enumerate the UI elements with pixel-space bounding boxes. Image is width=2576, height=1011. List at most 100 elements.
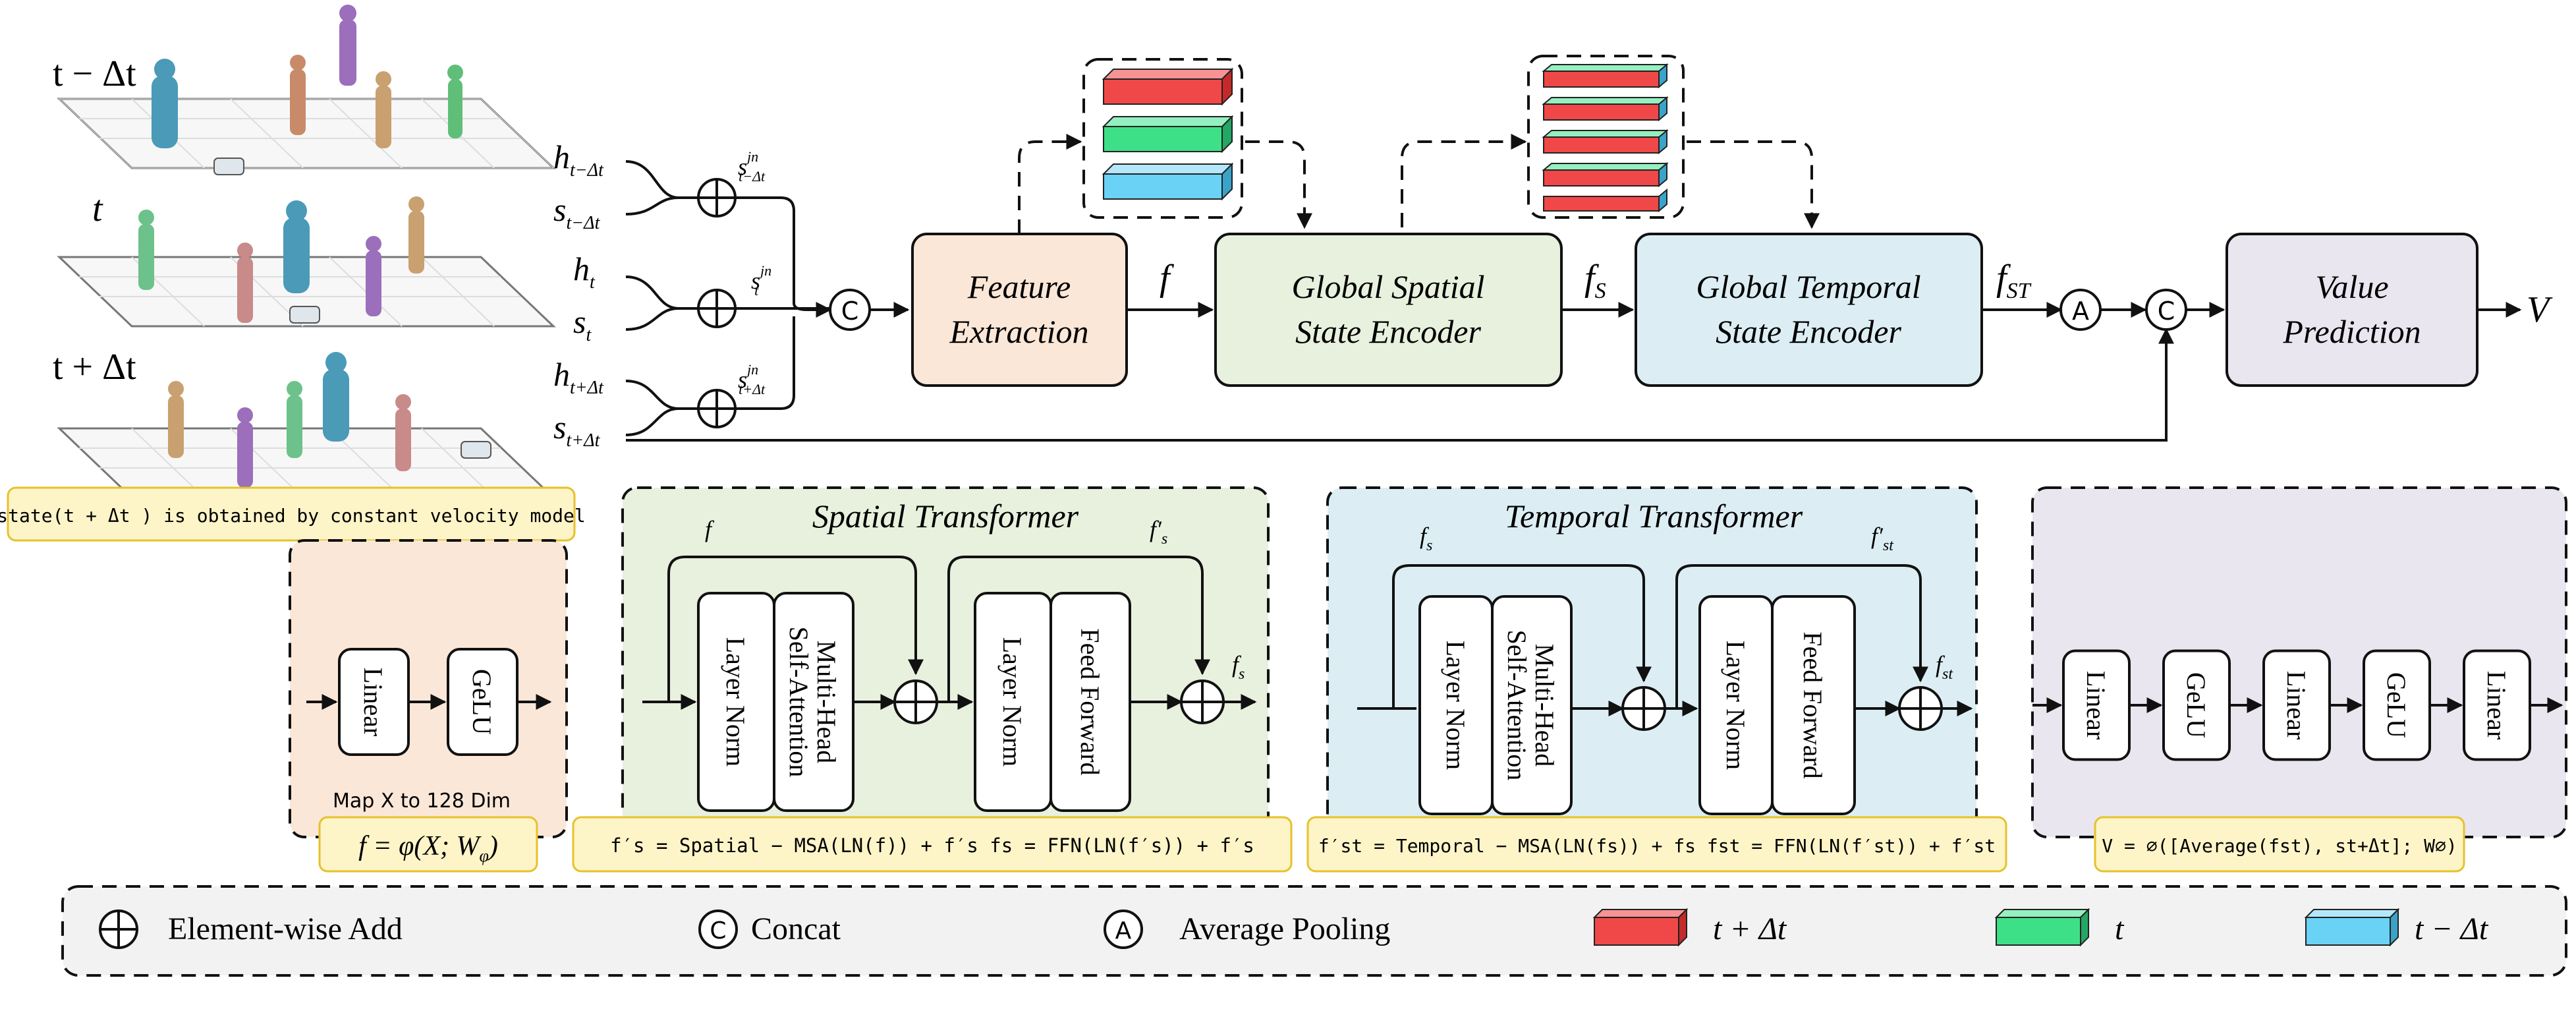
temporal-formula: f′st = Temporal − MSA(LN(fs)) + fs fst =…: [1318, 835, 1996, 857]
time-label-prev: t − Δt: [53, 53, 136, 94]
pedestrian-figure: [168, 395, 184, 458]
legend: Element-wise Add C Concat A Average Pool…: [61, 885, 2567, 977]
red-slab-icon: [1542, 129, 1669, 155]
velocity-note: state(t + Δt ) is obtained by constant v…: [0, 486, 586, 542]
h-curr-label: ht: [573, 250, 596, 293]
msa-line: Self-Attention: [1502, 630, 1532, 781]
value-prediction-block: Value Prediction: [2226, 233, 2478, 387]
add-crosses: [698, 179, 735, 427]
fe-linear-label: Linear: [358, 668, 388, 736]
temporal-transformer-panel: Temporal Transformer fs f′st Layer Norm …: [1326, 486, 1978, 838]
spatial-layernorm-2-label: Layer Norm: [997, 637, 1027, 767]
red-slab-icon: [1542, 96, 1669, 122]
pedestrian-figure: [323, 369, 349, 442]
s-next-label: st+Δt: [553, 409, 601, 451]
temporal-panel-title: Temporal Transformer: [1505, 498, 1803, 534]
pedestrian-figure: [376, 86, 391, 148]
pedestrian-figure: [237, 257, 253, 323]
concat-input-lines: [735, 196, 832, 410]
feature-extraction-line2: Extraction: [949, 313, 1088, 350]
pedestrian-figure: [290, 69, 306, 135]
input-labels: ht−Δt st−Δt ht st ht+Δt st+Δt: [553, 138, 604, 451]
spatial-feature-stack: [1082, 58, 1243, 219]
fe-gelu-label: GeLU: [467, 669, 497, 735]
legend-green-slab-icon: [1994, 908, 2090, 947]
red-slab-icon: [1542, 63, 1669, 89]
pedestrian-figure: [138, 224, 154, 290]
pedestrian-figure: [408, 211, 424, 274]
pedestrian-figure: [448, 79, 462, 138]
spatial-encoder-line2: State Encoder: [1295, 313, 1481, 350]
concat-node-2-label: C: [2158, 297, 2175, 326]
plane-next: [57, 352, 556, 499]
input-merge-lines: [625, 160, 679, 436]
fs-label: fS: [1584, 258, 1606, 303]
value-mlp-label: Linear: [2282, 671, 2311, 739]
msa-line: Multi-Head: [1530, 644, 1559, 767]
pedestrian-figure: [283, 217, 310, 293]
blue-slab-icon: [1102, 162, 1234, 201]
temporal-formula-note: f′st = Temporal − MSA(LN(fs)) + fs fst =…: [1306, 816, 2007, 873]
feature-extraction-block: Feature Extraction: [911, 233, 1128, 387]
temporal-skip-label: f′st: [1871, 523, 1894, 554]
spatial-transformer-panel: Spatial Transformer f f′s Layer Norm Mul…: [621, 486, 1270, 838]
fe-caption: Map X to 128 Dim: [333, 790, 511, 813]
red-slab-icon: [1102, 67, 1234, 106]
msa-line: Multi-Head: [812, 641, 841, 764]
red-slab-icon: [1542, 161, 1669, 188]
s-curr-label: st: [573, 303, 592, 345]
spatial-formula-note: f′s = Spatial − MSA(LN(f)) + f′s fs = FF…: [572, 816, 1293, 873]
average-pooling-node-label: A: [2072, 297, 2089, 326]
spatial-encoder-line1: Global Spatial: [1291, 268, 1484, 305]
temporal-layernorm-1-label: Layer Norm: [1441, 641, 1470, 770]
temporal-feature-stack: [1527, 55, 1685, 219]
spatial-panel-title: Spatial Transformer: [812, 498, 1079, 534]
robot-icon: [289, 306, 320, 324]
legend-avg-icon: [1104, 910, 1143, 949]
temporal-ffn-label: Feed Forward: [1798, 631, 1828, 778]
fe-formula: f = φ(X; Wφ): [358, 831, 498, 865]
future-state-line: [626, 328, 2174, 442]
time-label-next: t + Δt: [53, 347, 136, 388]
legend-red-label: t + Δt: [1713, 911, 1787, 946]
legend-red-slab-icon: [1592, 908, 1689, 947]
scene-planes: [57, 5, 556, 499]
spatial-layernorm-1-label: Layer Norm: [721, 637, 750, 767]
spatial-formula: f′s = Spatial − MSA(LN(f)) + f′s fs = FF…: [610, 834, 1254, 857]
value-mlp-label: GeLU: [2181, 672, 2211, 738]
temporal-encoder-line1: Global Temporal: [1696, 268, 1920, 305]
green-slab-icon: [1102, 115, 1234, 154]
legend-avg-label: Average Pooling: [1179, 911, 1390, 946]
feature-extraction-line1: Feature: [967, 268, 1071, 305]
temporal-layernorm-2-label: Layer Norm: [1721, 641, 1750, 770]
value-mlp-label: Linear: [2081, 671, 2111, 739]
fst-label: fST: [1996, 258, 2032, 303]
velocity-note-text: state(t + Δt ) is obtained by constant v…: [0, 505, 586, 527]
legend-concat-label: Concat: [751, 911, 841, 946]
robot-icon: [213, 158, 244, 175]
value-mlp-label: Linear: [2482, 671, 2511, 739]
msa-line: Self-Attention: [784, 627, 814, 778]
temporal-ffn-block: [1771, 595, 1856, 815]
legend-blue-slab-icon: [2304, 908, 2400, 947]
fe-formula-note: f = φ(X; Wφ): [318, 816, 538, 873]
value-prediction-line1: Value: [2315, 268, 2388, 305]
spatial-skip-label: f′s: [1150, 516, 1167, 548]
spatial-msa-label: Multi-HeadSelf-Attention: [784, 627, 841, 778]
legend-blue-label: t − Δt: [2415, 911, 2489, 946]
h-next-label: ht+Δt: [553, 356, 604, 398]
output-v-label: V: [2527, 289, 2553, 330]
temporal-msa-block: [1491, 595, 1573, 815]
concat-node-label: C: [841, 297, 859, 326]
pedestrian-figure: [395, 409, 411, 471]
legend-add-label: Element-wise Add: [168, 911, 403, 946]
legend-concat-symbol: C: [710, 917, 726, 944]
legend-concat-icon: [698, 910, 738, 949]
f-label: f: [1160, 258, 1175, 299]
